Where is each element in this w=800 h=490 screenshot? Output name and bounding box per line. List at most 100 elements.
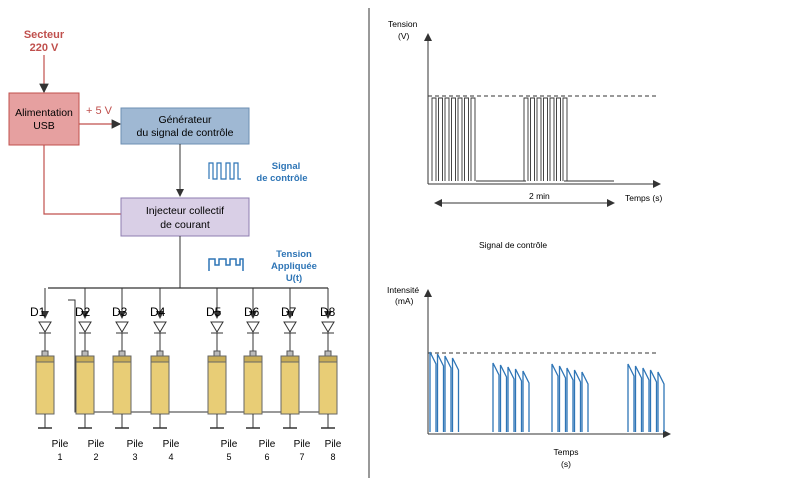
voltage-pulse (556, 97, 561, 181)
pile-number: 5 (226, 452, 231, 462)
battery-terminal (41, 350, 49, 357)
battery-cap (150, 355, 170, 363)
voltage-pulse (562, 97, 568, 181)
current-pulse (573, 369, 582, 432)
injector-label-1: Injecteur collectif (146, 205, 224, 217)
diode-symbol (153, 321, 167, 333)
current-y-label-2: (mA) (395, 296, 414, 306)
usb-to-injector-line (43, 145, 121, 215)
voltage-pulse (530, 97, 535, 181)
voltage-x-label: Temps (s) (625, 193, 662, 203)
pile-number: 2 (93, 452, 98, 462)
caption-label: Signal de contrôle (479, 240, 547, 250)
voltage-pulse (457, 97, 463, 181)
pile-number: 3 (132, 452, 137, 462)
usb-label-2: USB (33, 120, 55, 132)
diode-label: D3 (112, 305, 128, 319)
pile-number: 4 (168, 452, 173, 462)
battery-channels: D1Pile1D2Pile2D3Pile3D4Pile4D5Pile5D6Pil… (30, 288, 342, 462)
pile-label: Pile (294, 439, 311, 450)
voltage-pulse (464, 97, 469, 181)
battery-cell (318, 355, 338, 415)
battery-cell (207, 355, 227, 415)
battery-cell (35, 355, 55, 415)
signal-label-2: de contrôle (256, 173, 307, 184)
current-x-label-2: (s) (561, 459, 571, 469)
secteur-voltage: 220 V (30, 42, 59, 54)
voltage-pulse (549, 97, 555, 181)
secteur-label: Secteur (24, 29, 65, 41)
pile-label: Pile (221, 439, 238, 450)
pile-number: 7 (299, 452, 304, 462)
battery-cell (150, 355, 170, 415)
voltage-label-1: Tension (276, 249, 312, 260)
diode-symbol (38, 321, 52, 333)
usb-label-1: Alimentation (15, 107, 73, 119)
diode-label: D8 (320, 305, 336, 319)
pile-label: Pile (52, 439, 69, 450)
pile-label: Pile (88, 439, 105, 450)
voltage-pulse (438, 97, 443, 181)
battery-terminal (118, 350, 126, 357)
current-pulse (451, 357, 460, 432)
voltage-label-2: Appliquée (271, 261, 317, 272)
current-pulse (551, 363, 559, 432)
diode-symbol (321, 321, 335, 333)
diode-label: D1 (30, 305, 46, 319)
current-y-label-1: Intensité (387, 285, 419, 295)
pile-label: Pile (259, 439, 276, 450)
battery-cell (280, 355, 300, 415)
battery-cell (75, 355, 95, 415)
current-pulse (522, 370, 530, 432)
battery-cap (112, 355, 132, 363)
battery-cap (243, 355, 263, 363)
current-pulse (642, 367, 650, 432)
battery-terminal (286, 350, 294, 357)
diode-label: D4 (150, 305, 166, 319)
voltage-y-label-2: (V) (398, 31, 410, 41)
period-label: 2 min (529, 191, 550, 201)
current-pulse (436, 353, 445, 432)
voltage-y-label-1: Tension (388, 19, 418, 29)
diode-symbol (78, 321, 92, 333)
battery-cap (207, 355, 227, 363)
current-pulse (429, 351, 437, 432)
diode-symbol (115, 321, 129, 333)
injector-box (120, 197, 250, 237)
current-pulse (627, 363, 635, 432)
usb-supply-box (8, 92, 80, 146)
current-pulse (657, 371, 665, 432)
control-signal-icon (208, 162, 241, 180)
applied-voltage-icon (208, 258, 244, 271)
voltage-pulse (523, 97, 529, 181)
voltage-pulses (431, 97, 568, 181)
pile-number: 1 (57, 452, 62, 462)
plus5v-label: + 5 V (86, 105, 113, 117)
battery-terminal (81, 350, 89, 357)
battery-cell (243, 355, 263, 415)
voltage-pulse (536, 97, 542, 181)
diode-symbol (283, 321, 297, 333)
diode-symbol (246, 321, 260, 333)
pile-number: 6 (264, 452, 269, 462)
current-pulses (429, 351, 665, 432)
current-pulse (566, 367, 574, 432)
current-pulse (581, 371, 589, 432)
voltage-pulse (431, 97, 437, 181)
current-pulse (649, 369, 658, 432)
voltage-pulse (444, 97, 450, 181)
current-pulse (499, 364, 508, 432)
battery-terminal (213, 350, 221, 357)
battery-cap (75, 355, 95, 363)
battery-cap (318, 355, 338, 363)
current-pulse (514, 368, 523, 432)
current-pulse (507, 366, 515, 432)
pile-number: 8 (330, 452, 335, 462)
